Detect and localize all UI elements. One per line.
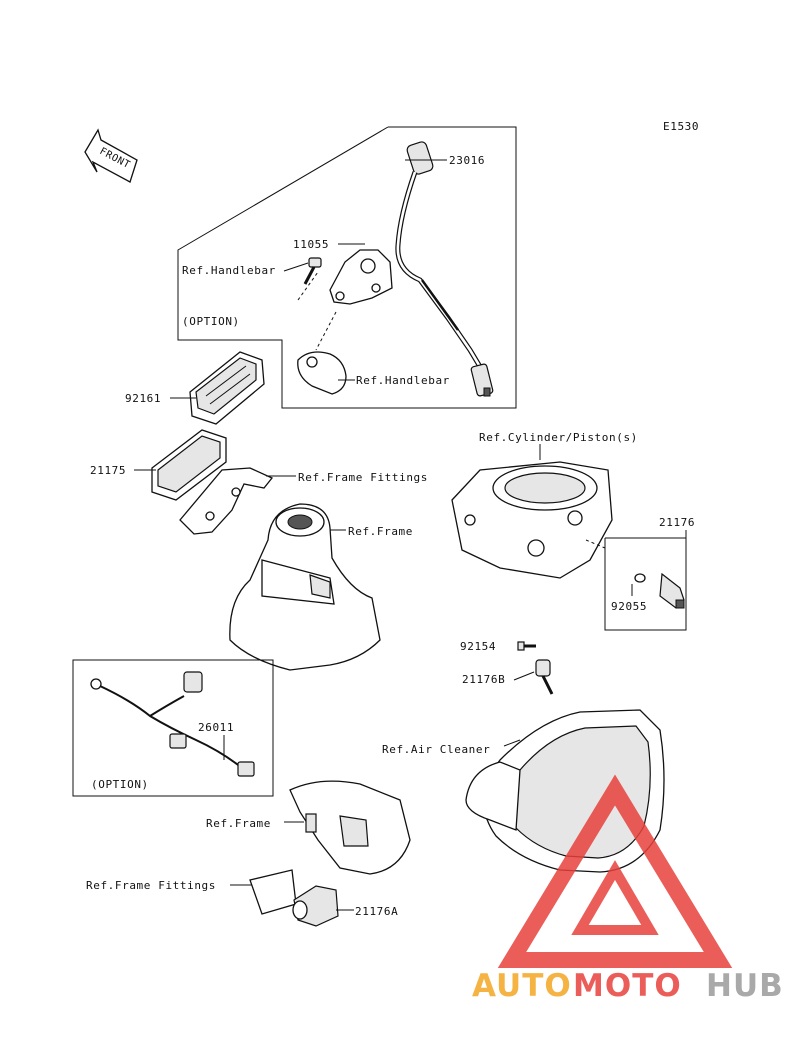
label-ref-cylinder: Ref.Cylinder/Piston(s)	[479, 431, 638, 444]
option-box-top	[177, 126, 517, 409]
automotohub-watermark: AUTO MOTO HUB	[472, 774, 784, 1004]
label-ref-air-cleaner: Ref.Air Cleaner	[382, 743, 490, 756]
coil-21176a	[292, 885, 339, 927]
label-21176: 21176	[659, 516, 695, 529]
frame-fitting-bracket	[249, 869, 297, 915]
ecu-21175	[151, 429, 227, 501]
label-92055: 92055	[611, 600, 647, 613]
label-23016: 23016	[449, 154, 485, 167]
switch-cable-assembly	[395, 141, 494, 397]
bolt-top	[303, 257, 322, 285]
label-21176b: 21176B	[462, 673, 505, 686]
label-ref-handlebar-clamp: Ref.Handlebar	[356, 374, 450, 387]
frame	[229, 503, 381, 671]
label-option-bottom: (OPTION)	[91, 778, 149, 791]
label-ref-frame-fittings-bottom: Ref.Frame Fittings	[86, 879, 216, 892]
box-21176	[604, 537, 687, 631]
handlebar-clamp	[297, 351, 347, 395]
temp-sensor-21176	[634, 572, 685, 609]
screw-92154	[517, 641, 536, 651]
label-ref-handlebar-top: Ref.Handlebar	[182, 264, 276, 277]
watermark-triangle-icon	[497, 774, 733, 968]
frame-lower	[289, 780, 411, 875]
watermark-part2: MOTO	[573, 968, 682, 1004]
option-box-bottom	[72, 659, 274, 797]
front-arrow-icon: FRONT	[84, 128, 138, 183]
ecu-92161	[189, 351, 265, 425]
label-11055: 11055	[293, 238, 329, 251]
ecu-bracket	[179, 467, 274, 535]
label-92154: 92154	[460, 640, 496, 653]
sensor-21176b	[535, 659, 554, 695]
bracket-11055	[329, 249, 393, 305]
label-option-top: (OPTION)	[182, 315, 240, 328]
cylinder	[451, 461, 613, 579]
label-21176a: 21176A	[355, 905, 398, 918]
label-21175: 21175	[90, 464, 126, 477]
label-92161: 92161	[125, 392, 161, 405]
label-ref-frame-fittings-top: Ref.Frame Fittings	[298, 471, 428, 484]
label-ref-frame: Ref.Frame	[348, 525, 413, 538]
wire-harness-26011	[90, 671, 255, 777]
label-26011: 26011	[198, 721, 234, 734]
air-cleaner	[465, 709, 665, 873]
watermark-part1: AUTO	[472, 968, 572, 1004]
label-ref-frame-bottom: Ref.Frame	[206, 817, 271, 830]
watermark-part3: HUB	[706, 968, 784, 1004]
diagram-code: E1530	[663, 120, 699, 133]
